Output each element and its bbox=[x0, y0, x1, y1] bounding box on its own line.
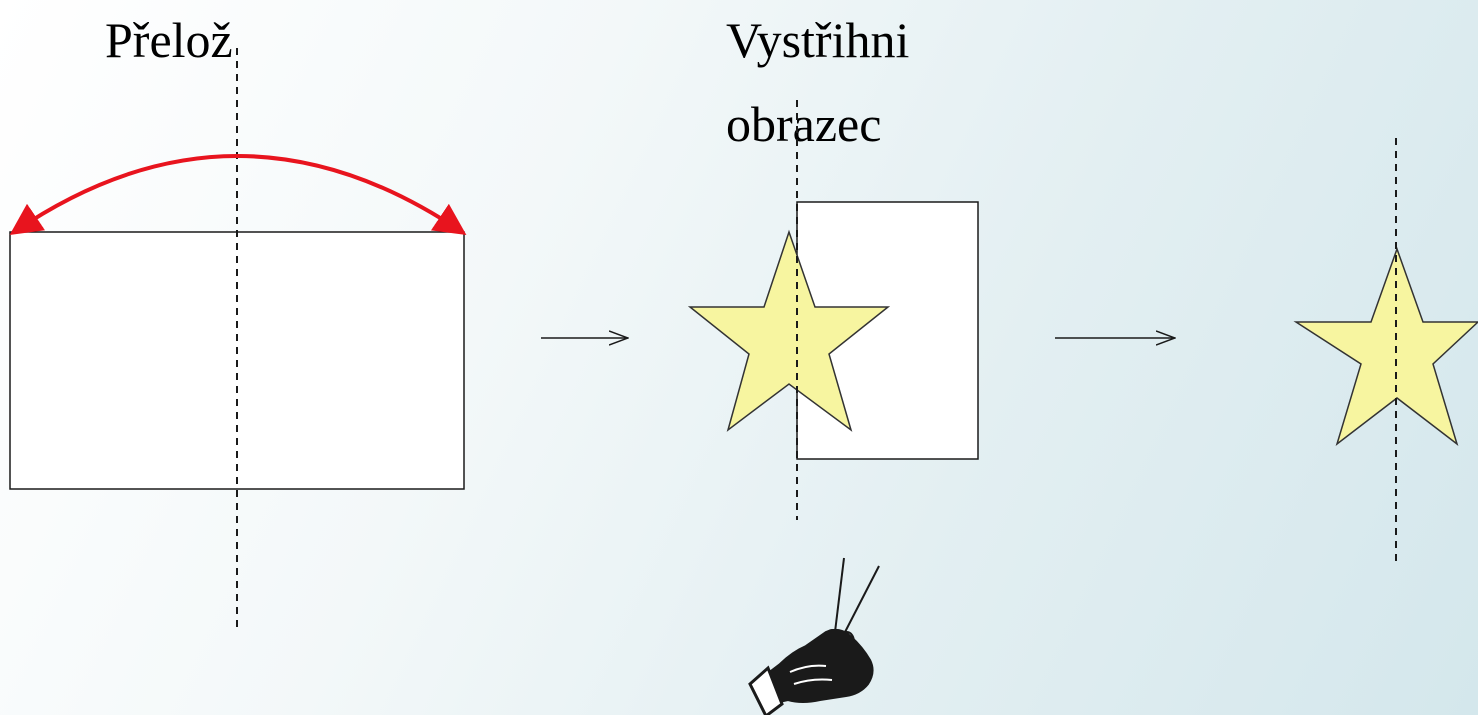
cut-step-label-line1: Vystřihni bbox=[726, 12, 910, 68]
fold-arrow-icon bbox=[9, 154, 467, 236]
cut-step-label-line2: obrazec bbox=[726, 96, 882, 152]
fold-step-label: Přelož bbox=[105, 12, 233, 68]
hand-icon bbox=[748, 628, 874, 715]
result-star-icon bbox=[1293, 246, 1478, 447]
star-icon bbox=[687, 229, 891, 432]
